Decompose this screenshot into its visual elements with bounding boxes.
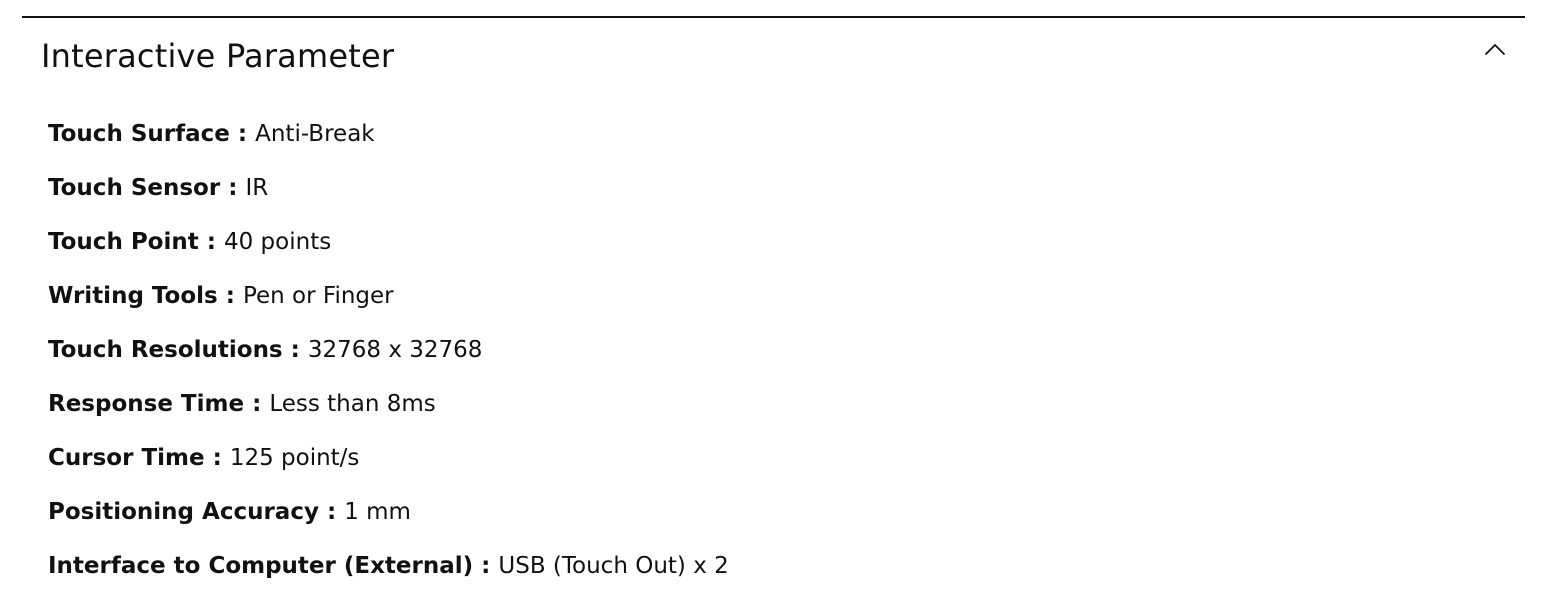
spec-separator: :	[252, 391, 262, 417]
spec-value: 125 point/s	[229, 445, 360, 471]
spec-row: Writing Tools : Pen or Finger	[48, 276, 729, 330]
spec-separator: :	[290, 337, 300, 363]
section-title: Interactive Parameter	[41, 37, 395, 75]
spec-label: Positioning Accuracy	[48, 499, 319, 525]
spec-label: Response Time	[48, 391, 245, 417]
spec-value: IR	[245, 175, 269, 201]
spec-label: Touch Point	[48, 229, 199, 255]
accordion-header[interactable]: Interactive Parameter	[22, 18, 1525, 94]
spec-row: Touch Sensor : IR	[48, 168, 729, 222]
spec-separator: :	[212, 445, 222, 471]
spec-label: Touch Sensor	[48, 175, 221, 201]
spec-row: Touch Point : 40 points	[48, 222, 729, 276]
spec-separator: :	[206, 229, 216, 255]
spec-separator: :	[326, 499, 337, 525]
spec-label: Writing Tools	[48, 283, 218, 309]
spec-label: Touch Resolutions	[48, 337, 283, 363]
spec-value: Less than 8ms	[269, 391, 436, 417]
spec-row: Cursor Time : 125 point/s	[48, 438, 729, 492]
chevron-up-icon[interactable]	[1483, 40, 1507, 58]
spec-value: 32768 x 32768	[307, 337, 483, 363]
spec-value: Anti-Break	[255, 121, 375, 147]
spec-value: 40 points	[223, 229, 332, 255]
spec-row: Touch Surface : Anti-Break	[48, 114, 729, 168]
spec-separator: :	[225, 283, 235, 309]
spec-separator: :	[228, 175, 238, 201]
spec-row: Response Time : Less than 8ms	[48, 384, 729, 438]
interactive-parameter-accordion: Interactive Parameter Touch Surface : An…	[22, 16, 1525, 579]
spec-separator: :	[237, 121, 248, 147]
spec-row: Touch Resolutions : 32768 x 32768	[48, 330, 729, 384]
spec-value: Pen or Finger	[242, 283, 394, 309]
spec-label: Interface to Computer (External)	[48, 553, 474, 579]
spec-row: Interface to Computer (External) : USB (…	[48, 546, 729, 600]
spec-value: 1 mm	[344, 499, 411, 525]
spec-value: USB (Touch Out) x 2	[498, 553, 729, 579]
spec-label: Touch Surface	[48, 121, 230, 147]
spec-label: Cursor Time	[48, 445, 205, 471]
spec-separator: :	[481, 553, 491, 579]
spec-row: Positioning Accuracy : 1 mm	[48, 492, 729, 546]
spec-list: Touch Surface : Anti-Break Touch Sensor …	[48, 114, 729, 600]
